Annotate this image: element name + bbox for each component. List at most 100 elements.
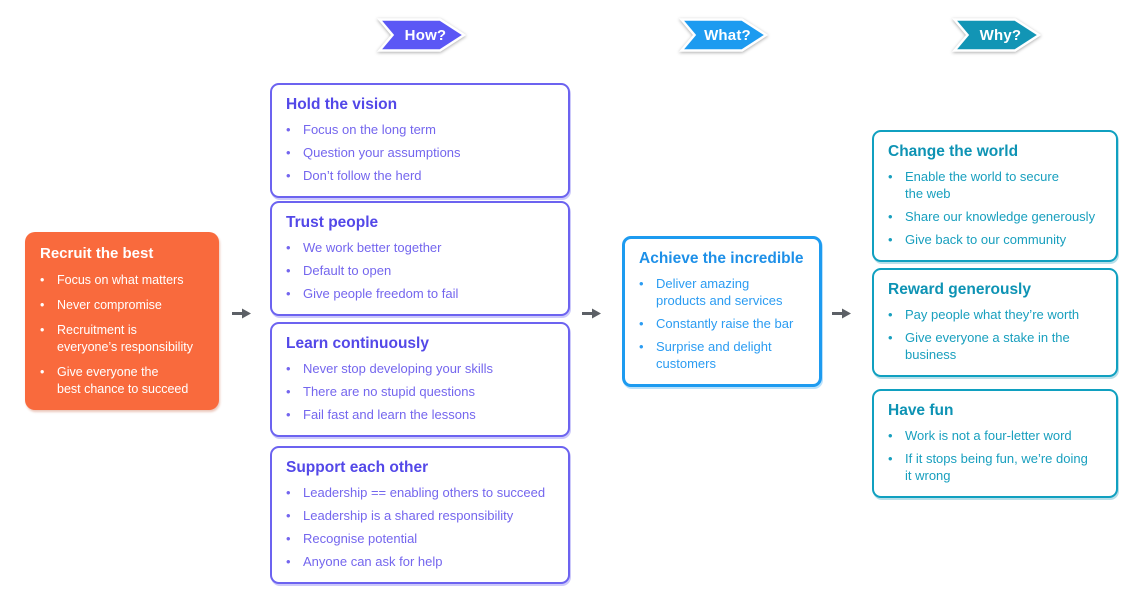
bullet-item: • Work is not a four-letter word: [888, 427, 1102, 444]
bullet-item: • Deliver amazing products and services: [639, 275, 805, 309]
bullet-icon: •: [639, 276, 644, 291]
bullet-text: We work better together: [303, 240, 442, 255]
bullet-item: • Fail fast and learn the lessons: [286, 406, 554, 423]
value-card-learn-continuously: Learn continuously • Never stop developin…: [270, 322, 570, 437]
bullet-item: •Constantly raise the bar: [639, 315, 805, 332]
bullet-list: • Focus on the long term • Question your as…: [286, 121, 554, 184]
bullet-icon: •: [286, 531, 291, 546]
bullet-icon: •: [286, 240, 291, 255]
bullet-icon: •: [40, 273, 45, 287]
bullet-icon: •: [639, 339, 644, 354]
card-title: Achieve the incredible: [639, 250, 804, 267]
bullet-text: Focus on the long term: [303, 122, 436, 137]
bullet-item: • Give people freedom to fail: [286, 285, 554, 302]
bullet-item: • Leadership == enabling others to succee…: [286, 484, 554, 501]
bullet-icon: •: [286, 263, 291, 278]
bullet-item: •Pay people what they’re worth: [888, 306, 1102, 323]
chevron-arrow-icon: [376, 18, 467, 52]
bullet-text: Enable the world to secure the web: [905, 169, 1059, 201]
bullet-item: • Recognise potential: [286, 530, 554, 547]
bullet-item: • Give everyone a stake in the business: [888, 329, 1102, 363]
bullet-text: Default to open: [303, 263, 392, 278]
bullet-icon: •: [888, 209, 893, 224]
bullet-icon: •: [40, 323, 45, 337]
bullet-item: •Recruitment is everyone’s responsibilit…: [40, 322, 204, 356]
bullet-icon: •: [286, 554, 291, 569]
bullet-item: •If it stops being fun, we’re doing it w…: [888, 450, 1102, 484]
bullet-icon: •: [286, 286, 291, 301]
bullet-icon: •: [286, 145, 291, 160]
bullet-text: Give back to our community: [905, 232, 1067, 247]
value-card-trust-people: Trust people • We work better together • De…: [270, 201, 570, 316]
bullet-text: Leadership == enabling others to succeed: [303, 485, 546, 500]
bullet-list: • Leadership == enabling others to succee…: [286, 484, 554, 570]
value-card-achieve-the-incredible: Achieve the incredible • Deliver amazing …: [622, 236, 822, 387]
bullet-icon: •: [286, 485, 291, 500]
bullet-text: Give everyone a stake in the business: [905, 330, 1070, 362]
bullet-text: Question your assumptions: [303, 145, 461, 160]
bullet-item: • Don’t follow the herd: [286, 167, 554, 184]
bullet-text: Fail fast and learn the lessons: [303, 407, 476, 422]
bullet-item: • There are no stupid questions: [286, 383, 554, 400]
bullet-list: • Enable the world to secure the web • Shar…: [888, 168, 1102, 248]
bullet-item: • Anyone can ask for help: [286, 553, 554, 570]
bullet-text: Leadership is a shared responsibility: [303, 508, 514, 523]
bullet-icon: •: [286, 122, 291, 137]
bullet-text: There are no stupid questions: [303, 384, 475, 399]
card-title: Reward generously: [888, 281, 1031, 298]
bullet-text: Don’t follow the herd: [303, 168, 422, 183]
card-title: Hold the vision: [286, 96, 398, 113]
bullet-text: Constantly raise the bar: [656, 316, 794, 331]
bullet-text: Work is not a four-letter word: [905, 428, 1072, 443]
bullet-icon: •: [286, 361, 291, 376]
bullet-text: If it stops being fun, we’re doing it wr…: [905, 451, 1088, 483]
bullet-item: • Leadership is a shared responsibility: [286, 507, 554, 524]
card-title: Support each other: [286, 459, 429, 476]
bullet-icon: •: [888, 428, 893, 443]
bullet-list: •Deliver amazing products and services•C…: [639, 275, 805, 372]
bullet-icon: •: [888, 232, 893, 247]
card-title: Trust people: [286, 214, 379, 231]
bullet-icon: •: [286, 168, 291, 183]
bullet-text: Anyone can ask for help: [303, 554, 443, 569]
value-card-change-the-world: Change the world • Enable the world to se…: [872, 130, 1118, 262]
flow-arrow-icon: [232, 308, 251, 319]
bullet-item: • We work better together: [286, 239, 554, 256]
bullet-text: Deliver amazing products and services: [656, 276, 783, 308]
bullet-icon: •: [40, 365, 45, 379]
stage-label-how: How?: [404, 26, 447, 44]
bullet-icon: •: [40, 298, 45, 312]
value-card-support-each-other: Support each other • Leadership == enabli…: [270, 446, 570, 584]
bullet-text: Recognise potential: [303, 531, 418, 546]
bullet-text: Share our knowledge generously: [905, 209, 1096, 224]
bullet-item: • Enable the world to secure the web: [888, 168, 1102, 202]
bullet-list: •Focus on what matters•Never compromise•…: [40, 272, 204, 398]
bullet-item: •Never compromise: [40, 297, 204, 314]
bullet-list: •Pay people what they’re worth • Give ever…: [888, 306, 1102, 363]
stage-what: What?: [678, 18, 769, 52]
bullet-icon: •: [286, 384, 291, 399]
bullet-item: •Surprise and delight customers: [639, 338, 805, 372]
card-title: Have fun: [888, 402, 954, 419]
bullet-item: • Give back to our community: [888, 231, 1102, 248]
bullet-icon: •: [286, 407, 291, 422]
bullet-item: • Give everyone the best chance to succee…: [40, 364, 204, 398]
stage-label-why: Why?: [979, 26, 1022, 44]
card-title: Recruit the best: [40, 245, 154, 262]
bullet-list: • Never stop developing your skills • There…: [286, 360, 554, 423]
bullet-text: Never stop developing your skills: [303, 361, 494, 376]
chevron-arrow-icon: [678, 18, 769, 52]
bullet-icon: •: [888, 169, 893, 184]
card-title: Change the world: [888, 143, 1019, 160]
bullet-item: • Share our knowledge generously: [888, 208, 1102, 225]
bullet-icon: •: [286, 508, 291, 523]
bullet-icon: •: [888, 330, 893, 345]
bullet-text: Give everyone the best chance to succeed: [57, 365, 189, 396]
card-title: Learn continuously: [286, 335, 429, 352]
value-card-hold-the-vision: Hold the vision •Focus on the long term•…: [270, 83, 570, 198]
stage-label-what: What?: [704, 26, 751, 44]
bullet-item: • Default to open: [286, 262, 554, 279]
value-card-recruit-the-best: Recruit the best •Focus on what matters•…: [25, 232, 219, 410]
bullet-text: Give people freedom to fail: [303, 286, 459, 301]
